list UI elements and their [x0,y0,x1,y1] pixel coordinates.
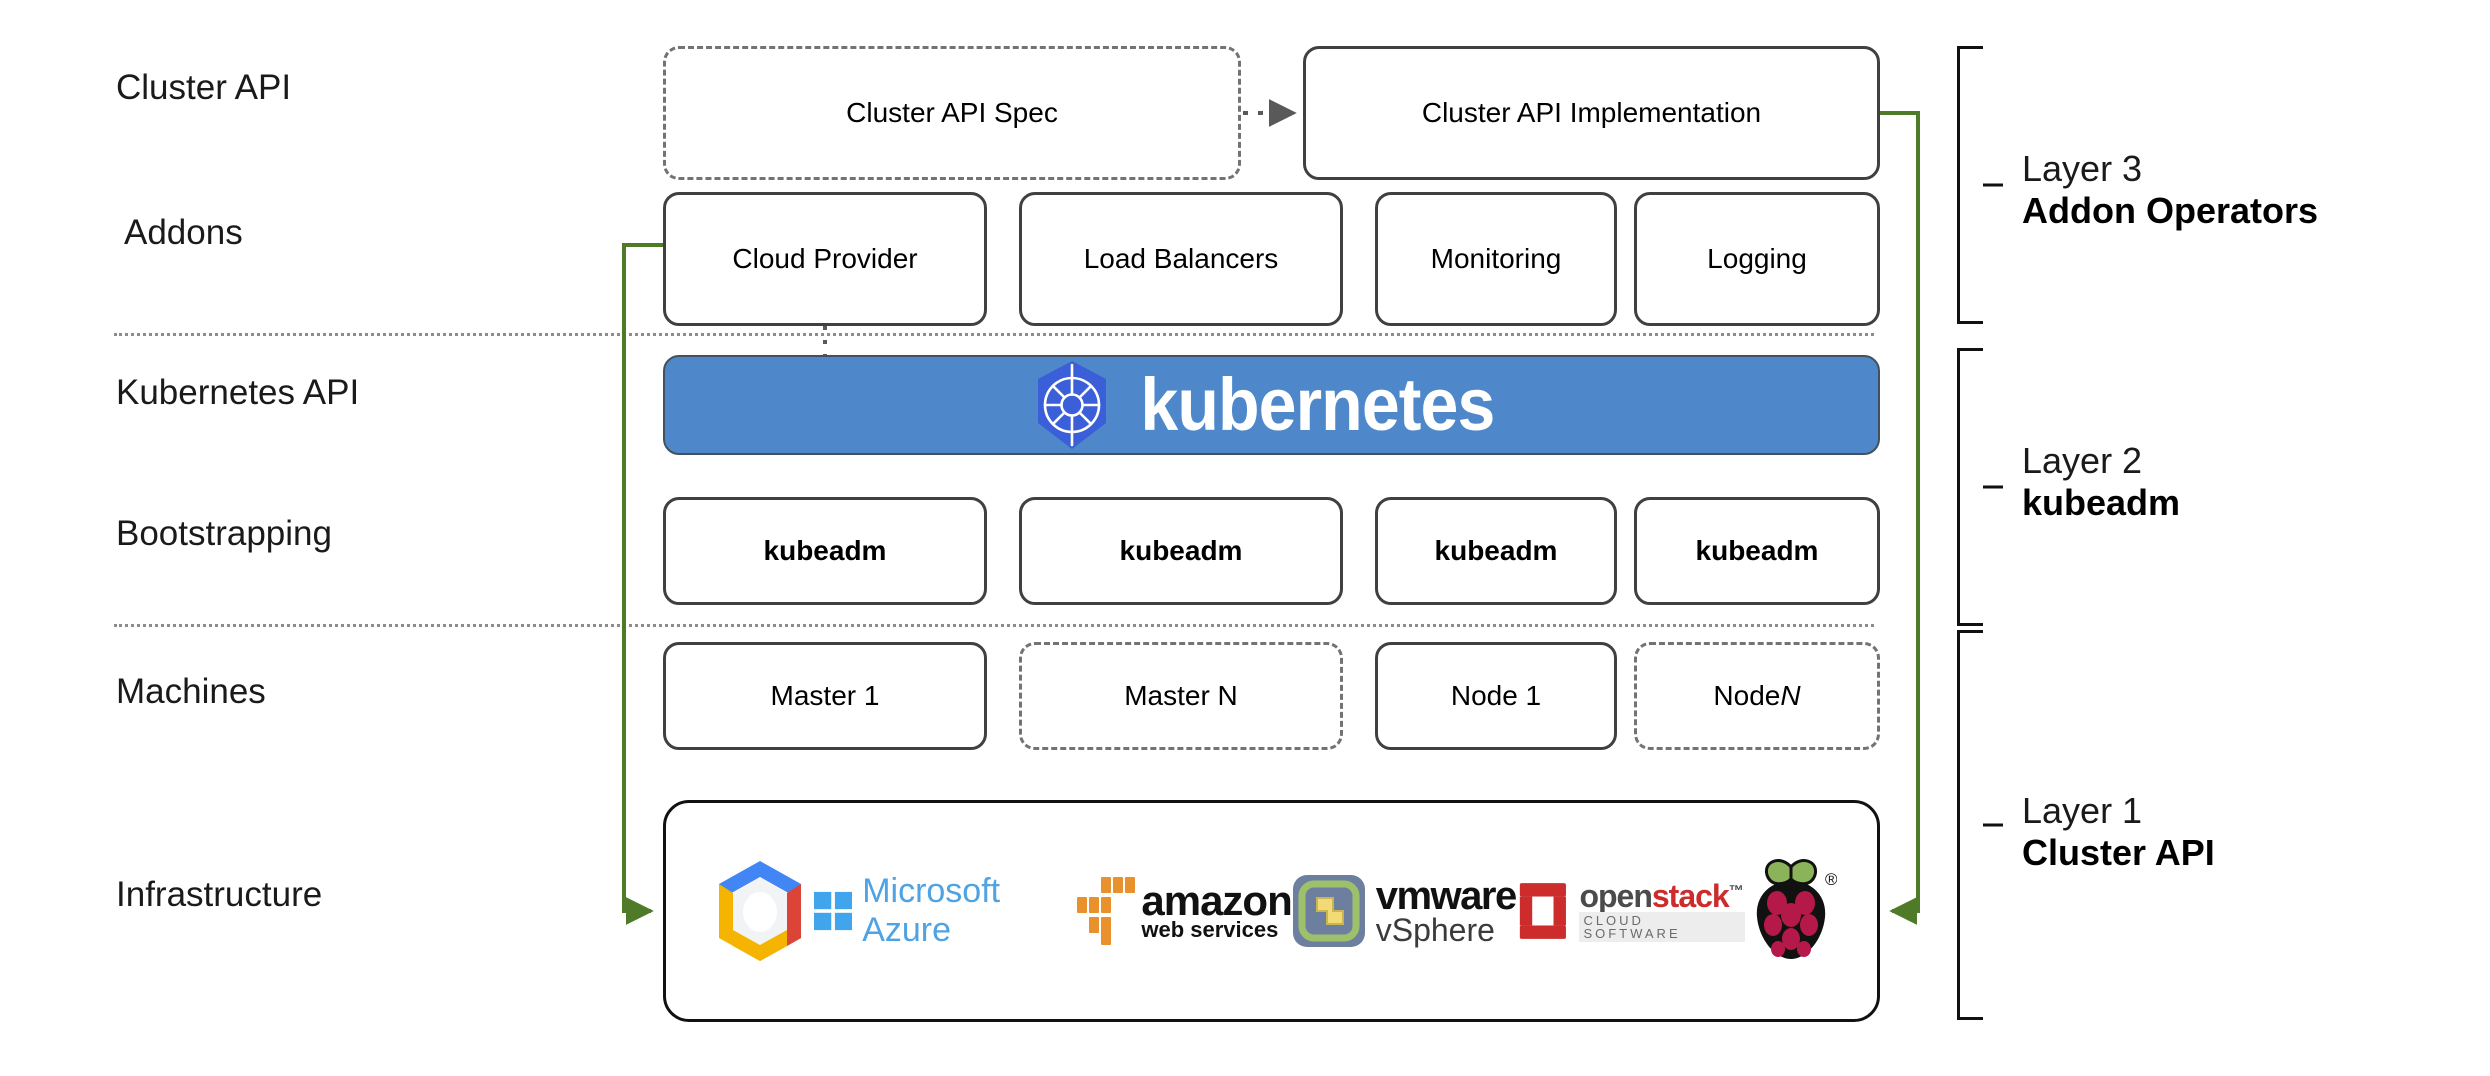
layer-2-number: Layer 2 [2022,440,2143,481]
kubernetes-wordmark: kubernetes [1140,363,1495,446]
box-cluster-api-spec[interactable]: Cluster API Spec [663,46,1241,180]
implementation-to-infrastructure-arrow [1880,111,1920,925]
box-node-n-label: Node [1713,680,1781,711]
layer-1-number: Layer 1 [2022,790,2143,831]
amazon-web-services-logo: amazon web services [1075,875,1293,947]
layer-3-caption: Layer 3 Addon Operators [2022,148,2318,233]
box-node-n-italic-suffix: N [1780,680,1801,711]
box-cluster-api-implementation[interactable]: Cluster API Implementation [1303,46,1880,180]
openstack-wordmark-open: open [1579,878,1652,914]
amazon-web-services-subtext: web services [1141,917,1279,943]
brace-layer-1 [1957,630,2003,1020]
layer-2-name: kubeadm [2022,482,2181,524]
box-node-1[interactable]: Node 1 [1375,642,1617,750]
microsoft-azure-wordmark: Microsoft Azure [862,872,1001,949]
separator-layer2-layer1 [114,624,1874,627]
box-logging[interactable]: Logging [1634,192,1880,326]
layer-3-name: Addon Operators [2022,190,2319,232]
vsphere-subtext: vSphere [1375,911,1495,948]
amazon-wordmark: amazon [1141,876,1292,924]
row-label-kubernetes-api: Kubernetes API [116,373,360,412]
box-kubeadm-2[interactable]: kubeadm [1019,497,1343,605]
box-master-n[interactable]: Master N [1019,642,1343,750]
layer-3-number: Layer 3 [2022,148,2143,189]
microsoft-azure-logo: Microsoft Azure [814,872,1075,950]
box-load-balancers[interactable]: Load Balancers [1019,192,1343,326]
box-kubeadm-1[interactable]: kubeadm [663,497,987,605]
box-kubeadm-3[interactable]: kubeadm [1375,497,1617,605]
layer-1-name: Cluster API [2022,832,2215,874]
row-label-machines: Machines [116,672,266,711]
box-infrastructure: Microsoft Azure amazon web ser [663,800,1880,1022]
box-node-n[interactable]: Node N [1634,642,1880,750]
raspberry-pi-logo: ® [1745,859,1837,963]
openstack-subtext: CLOUD SOFTWARE [1579,912,1745,942]
layer-1-caption: Layer 1 Cluster API [2022,790,2215,875]
vmware-wordmark: vmware [1375,873,1517,918]
raspberry-pi-registered-icon: ® [1825,870,1837,889]
row-label-addons: Addons [124,213,243,252]
brace-layer-3 [1957,46,2003,324]
box-monitoring[interactable]: Monitoring [1375,192,1617,326]
row-label-cluster-api: Cluster API [116,68,292,107]
row-label-infrastructure: Infrastructure [116,875,323,914]
row-label-bootstrapping: Bootstrapping [116,514,332,553]
google-cloud-platform-logo [706,855,814,967]
kubernetes-helm-wheel-icon [1033,359,1111,451]
box-cloud-provider[interactable]: Cloud Provider [663,192,987,326]
box-master-1[interactable]: Master 1 [663,642,987,750]
cloud-provider-to-infrastructure-arrow [622,243,663,925]
vmware-vsphere-logo: vmware vSphere [1292,873,1517,948]
brace-layer-2 [1957,348,2003,626]
openstack-trademark-icon: ™ [1728,882,1744,900]
separator-layer3-layer2 [114,333,1874,336]
banner-kubernetes: kubernetes [663,355,1880,455]
layer-2-caption: Layer 2 kubeadm [2022,440,2180,525]
box-kubeadm-4[interactable]: kubeadm [1634,497,1880,605]
openstack-wordmark-stack: stack [1651,878,1730,914]
openstack-logo: openstack™ CLOUD SOFTWARE [1516,878,1745,944]
